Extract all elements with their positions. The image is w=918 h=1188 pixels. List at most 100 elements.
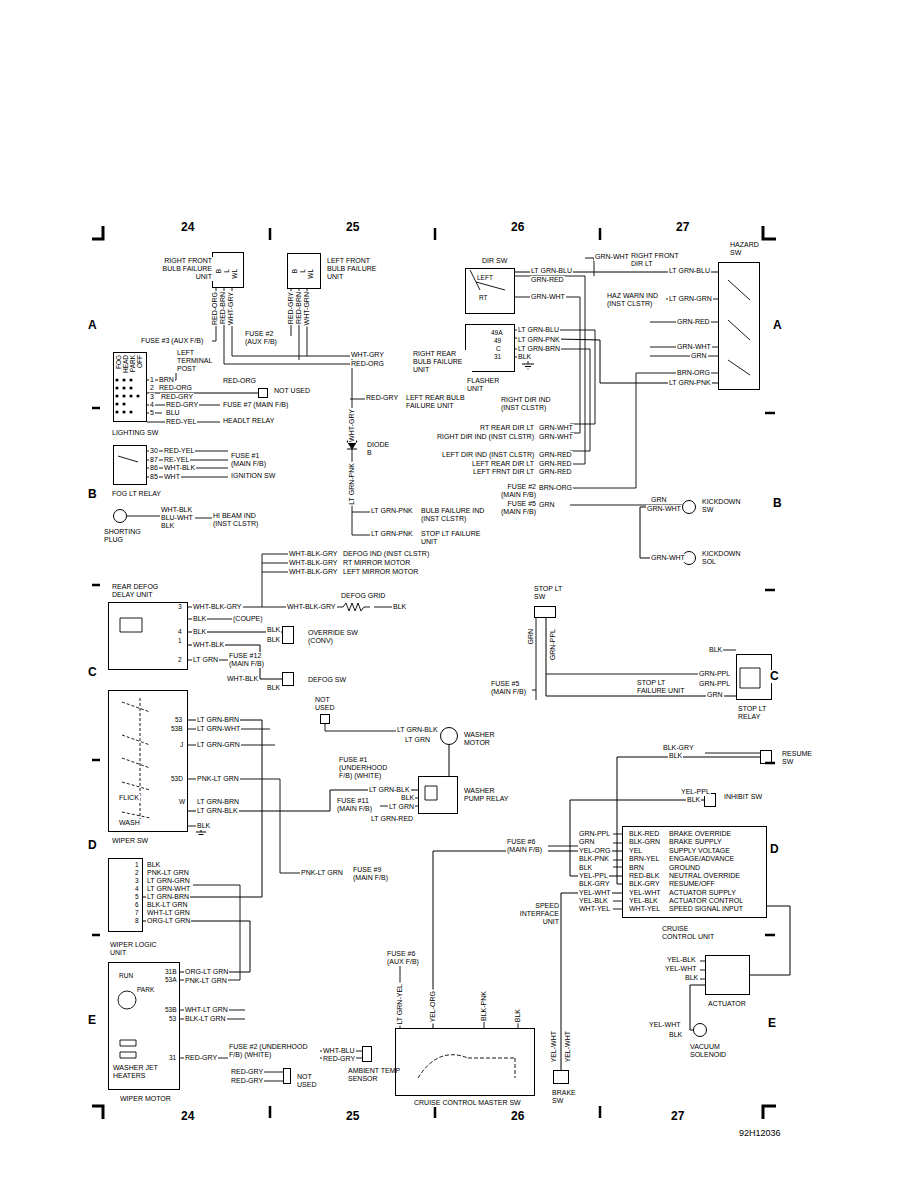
wire-label: BLK-GRY <box>578 880 611 888</box>
wire-label: 1 <box>149 376 155 384</box>
component-box: REAR DEFOG DELAY UNIT <box>108 602 188 670</box>
wire-label: BLK <box>266 626 281 634</box>
wire-label: PNK-LT GRN <box>300 869 344 877</box>
wire-label: WHT-BLK-GRY <box>192 603 243 611</box>
wire-label: GRN-WHT <box>538 424 574 432</box>
component-label: LIGHTING SW <box>111 429 183 437</box>
wire-label: LEFT MIRROR MOTOR <box>342 568 419 576</box>
wire-label: 30 <box>149 447 159 455</box>
wire-label: LT GRN-BRN <box>517 345 561 353</box>
component-label: WIPER SW <box>111 837 173 845</box>
drawing-number: 92H12036 <box>738 1128 782 1138</box>
wire-label: FUSE #12 (MAIN F/B) <box>228 652 272 668</box>
wire-connector <box>750 906 790 975</box>
wire-label: LT GRN-BRN <box>146 893 190 901</box>
grid-reference: C <box>769 670 780 683</box>
wire-label: LT GRN-RED <box>370 815 414 823</box>
wire-label: 2 <box>177 656 183 663</box>
wire-label: GRN <box>527 628 535 646</box>
wire-label: FUSE #3 (AUX F/B) <box>140 337 204 345</box>
wire-label: PARK <box>136 986 155 993</box>
wire-label: LT GRN-BLK <box>396 726 439 734</box>
wire-connector <box>143 720 262 897</box>
component-box: RESUME SW <box>760 750 772 764</box>
wire-label: WASHER JET HEATERS <box>112 1064 164 1080</box>
wire-label: FUSE #6 (AUX F/B) <box>386 950 426 966</box>
wire-label: LT GRN-BLU <box>530 267 573 275</box>
wire-label: GRN-WHT <box>594 253 630 261</box>
grid-tick <box>92 228 775 1118</box>
wire-label: 53B <box>170 725 184 732</box>
wire-label: 49A <box>490 329 504 336</box>
wire-label: WHT-BLK <box>192 641 225 649</box>
wire-label: RED-ORG <box>222 377 257 385</box>
wire-label: GRN-WHT <box>676 343 712 351</box>
wire-label: GRN-PPL <box>549 628 557 661</box>
wire-label: RT REAR DIR LT <box>479 424 535 432</box>
component-label: DEFOG SW <box>307 676 359 684</box>
wire-label: LT GRN-WHT <box>196 725 241 733</box>
wire-label: YEL <box>628 847 643 855</box>
component-label: RESUME SW <box>781 750 823 766</box>
wire-label: WHT-BLK-GRY <box>288 568 339 576</box>
wire-label: RIGHT DIR IND (INST CLSTR) <box>436 433 535 441</box>
wire-label: BRN-YEL <box>628 855 660 863</box>
wire-label: C <box>495 345 502 352</box>
wire-label: RED-YEL <box>165 418 197 426</box>
wire-label: YEL-PPL <box>578 872 609 880</box>
wire-label: RED-GRY <box>322 1055 356 1063</box>
wire-label: BLK <box>708 646 723 654</box>
wire-label: YEL-WHT <box>648 1021 682 1029</box>
wire-label: WHT-BLU <box>322 1047 356 1055</box>
wire-label: FUSE #7 (MAIN F/B) <box>222 401 289 409</box>
wire-label: GRN <box>706 691 724 699</box>
wire-label: WHT-GRY <box>348 408 356 443</box>
wire-label: FUSE #2 (MAIN F/B) <box>495 483 537 499</box>
wire-label: DEFOG GRID <box>340 592 386 600</box>
wire-label: 31 <box>493 353 502 360</box>
component-label: NOT USED <box>273 387 315 395</box>
wire-connector <box>188 645 282 679</box>
wire-label: BRN-ORG <box>676 369 711 377</box>
component-label: WASHER MOTOR <box>463 731 510 747</box>
wire-label: W <box>178 798 186 805</box>
component-box: ACTUATOR <box>705 955 750 995</box>
wire-label: 53A <box>164 976 178 983</box>
wire-label: LT GRN-PNK <box>517 336 561 344</box>
wire-label: SUPPLY VOLTAGE <box>668 847 731 855</box>
wire-label: STOP LT FAILURE UNIT <box>636 679 696 695</box>
wire-label: RED-ORG <box>211 291 219 326</box>
wire-label: WL <box>307 268 314 280</box>
wire-label: RT <box>478 294 489 301</box>
wire-label: 5 <box>149 409 155 417</box>
wire-label: STOP LT FAILURE UNIT <box>420 530 482 546</box>
wire-label: GRN-RED <box>538 451 573 459</box>
switch-grid-dots <box>115 378 139 413</box>
wire-connector <box>640 507 682 558</box>
wire-label: 85 <box>149 473 159 481</box>
wire-label: LT GRN-GRN <box>196 741 241 749</box>
component-box: STOP LT SW <box>534 606 556 618</box>
wire-label: BLK-LT GRN <box>146 901 189 909</box>
wire-label: 2 <box>149 384 155 392</box>
component-circle: VACUUM SOLENOID <box>693 1023 707 1037</box>
wire-label: OFF <box>136 354 143 369</box>
component-label: DIR SW <box>481 257 523 265</box>
wire-label: RED-GRY <box>184 1054 218 1062</box>
wire-label: WHT-BLK-GRY <box>288 550 339 558</box>
wire-label: 1 <box>134 861 140 868</box>
component-label: HAZARD SW <box>729 241 771 257</box>
wire-label: BRN <box>628 864 645 872</box>
component-box: FOG LT RELAY <box>113 445 147 485</box>
wire-label: GRN-RED <box>538 468 573 476</box>
component-label: REAR DEFOG DELAY UNIT <box>111 583 175 599</box>
component-box: AMBIENT TEMP SENSOR <box>362 1046 372 1062</box>
switch-contact <box>122 698 150 826</box>
component-label: INHIBIT SW <box>723 793 765 801</box>
wire-label: BLK-GRN <box>628 838 661 846</box>
component-label: OVERRIDE SW (CONV) <box>307 629 364 645</box>
wire-label: PNK-LT GRN <box>146 869 190 877</box>
wire-label: 7 <box>134 909 140 916</box>
wire-label: BRAKE OVERRIDE <box>668 830 732 838</box>
